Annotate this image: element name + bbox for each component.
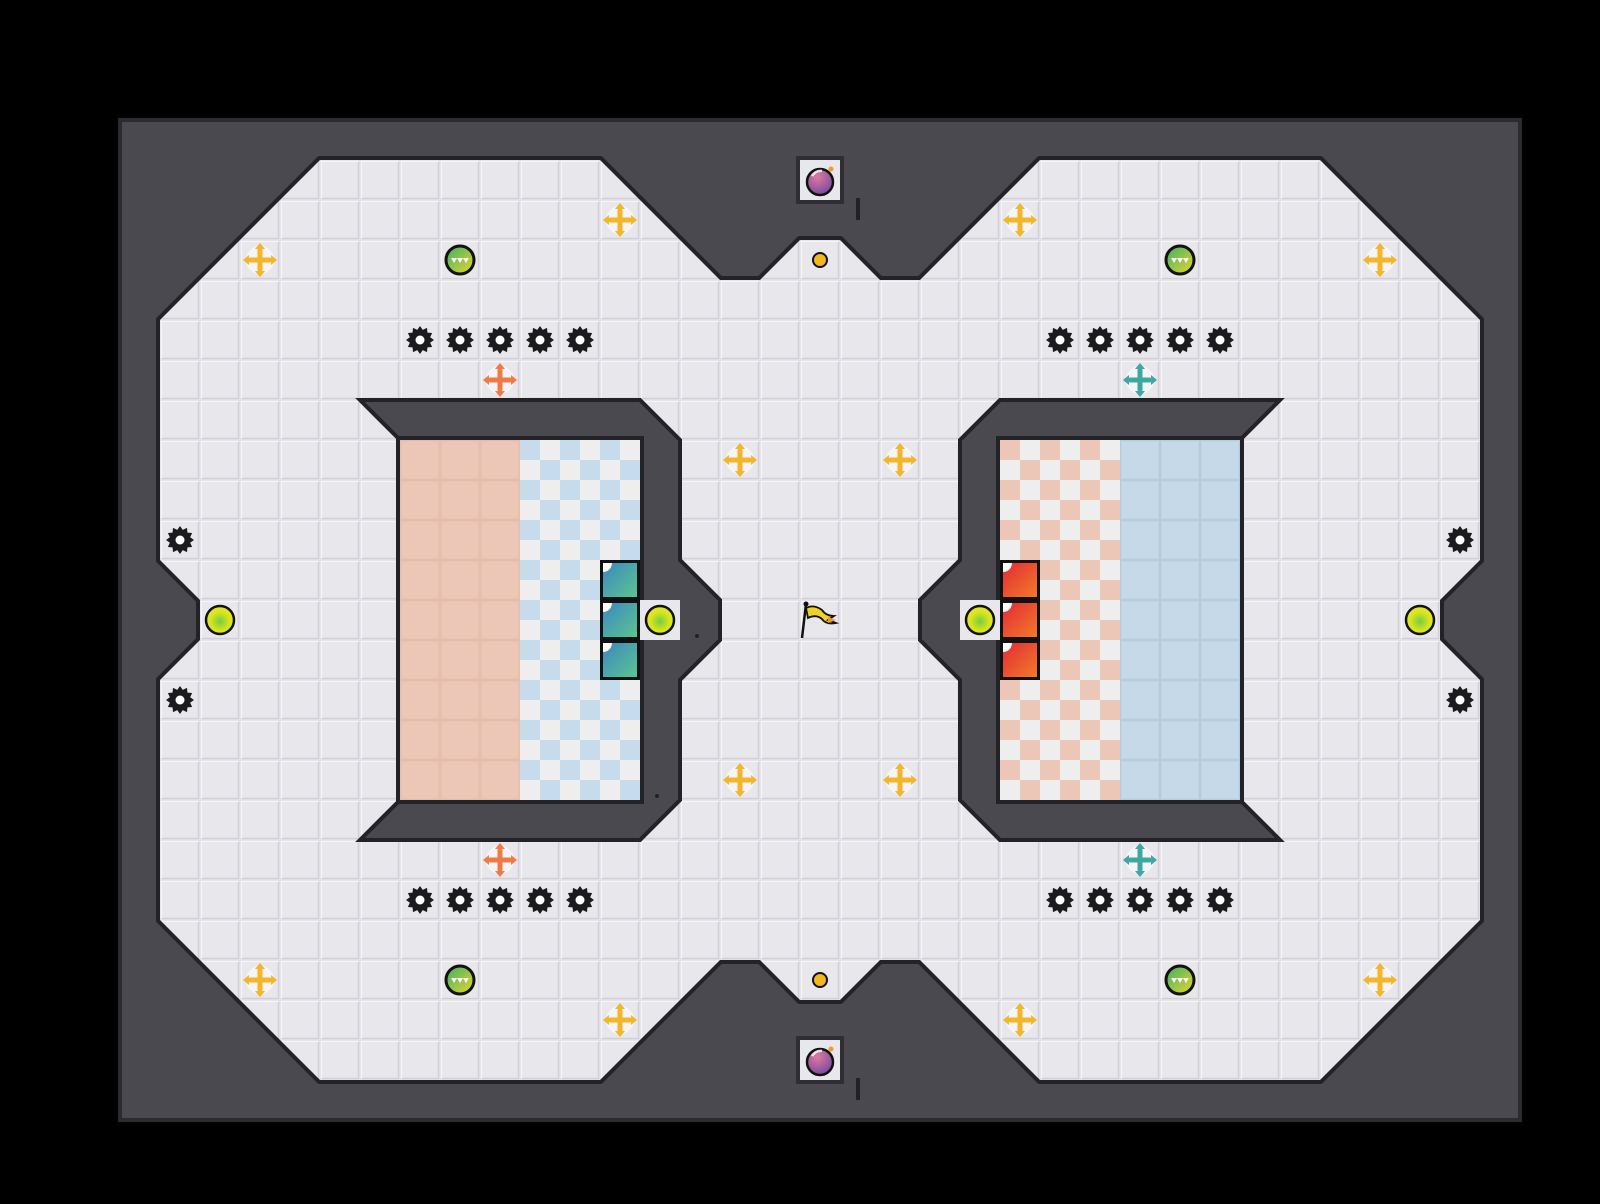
bomb-pot-icon[interactable] [796,156,860,220]
gear-icon [166,526,194,554]
sparkle-icon [1003,1003,1037,1037]
coin-icon[interactable] [812,252,828,268]
sparkle-icon [1003,203,1037,237]
gear-icon [1126,326,1154,354]
salmon-zone [400,440,520,800]
gear-icon [1046,886,1074,914]
gear-icon [566,326,594,354]
blue-zone [1120,440,1240,800]
floor-tiles [160,160,1480,1080]
switch-icon[interactable] [1404,604,1436,636]
gear-icon [1206,326,1234,354]
switch-icon[interactable] [964,604,996,636]
gear-icon [446,326,474,354]
sparkle-icon [603,1003,637,1037]
gear-icon [1086,886,1114,914]
right-room [918,398,1285,842]
red-block[interactable] [1000,560,1040,600]
push-arrow-teal-icon [1123,363,1157,397]
gear-icon [166,686,194,714]
wall-tick [856,1078,860,1100]
switch-icon[interactable] [644,604,676,636]
sparkle-icon [883,443,917,477]
coin-icon[interactable] [812,972,828,988]
wall-rivet [695,634,699,638]
conveyor-orb-icon [1164,964,1196,996]
gear-icon [1206,886,1234,914]
gear-icon [526,886,554,914]
objects [166,156,1474,1100]
sparkle-icon [723,443,757,477]
gear-icon [1046,326,1074,354]
bomb-pot-icon[interactable] [796,1036,860,1100]
push-arrow-teal-icon [1123,843,1157,877]
gear-icon [406,886,434,914]
wall-tick [856,198,860,220]
conveyor-orb-icon [1164,244,1196,276]
teal-block[interactable] [600,560,640,600]
flag-icon[interactable] [800,601,840,639]
wall-rivet [655,794,659,798]
gear-icon [566,886,594,914]
push-arrow-orange-icon [483,843,517,877]
switch-icon[interactable] [204,604,236,636]
gear-icon [1126,886,1154,914]
red-block[interactable] [1000,600,1040,640]
sparkle-icon [883,763,917,797]
sparkle-icon [723,763,757,797]
sparkle-icon [603,203,637,237]
gear-icon [526,326,554,354]
conveyor-orb-icon [444,244,476,276]
sparkle-icon [243,243,277,277]
gear-icon [486,326,514,354]
teal-block[interactable] [600,640,640,680]
gear-icon [1166,886,1194,914]
red-block[interactable] [1000,640,1040,680]
floor [156,156,1484,1084]
push-arrow-orange-icon [483,363,517,397]
sparkle-icon [243,963,277,997]
sparkle-icon [1363,243,1397,277]
conveyor-orb-icon [444,964,476,996]
sparkle-icon [1363,963,1397,997]
gear-icon [406,326,434,354]
gear-icon [486,886,514,914]
teal-block[interactable] [600,600,640,640]
gear-icon [1166,326,1194,354]
gear-icon [1446,686,1474,714]
gear-icon [1446,526,1474,554]
gear-icon [1086,326,1114,354]
gear-icon [446,886,474,914]
